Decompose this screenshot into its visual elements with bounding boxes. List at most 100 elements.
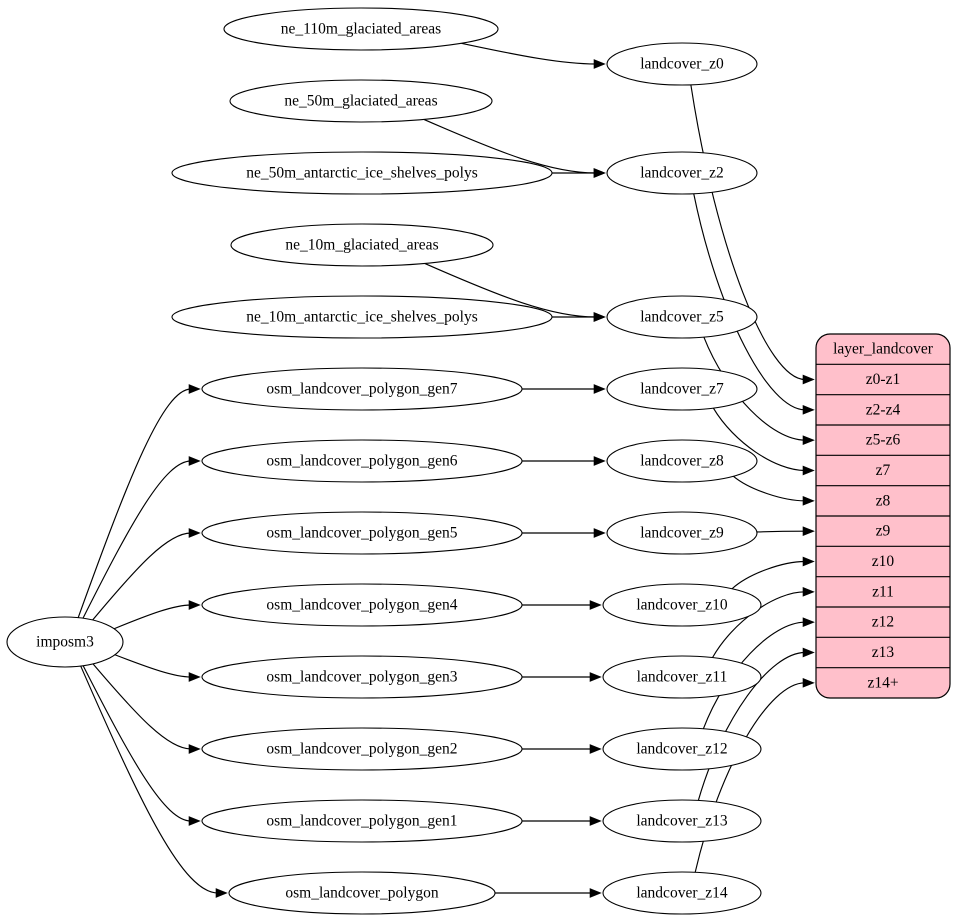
arrowhead-imposm3-to-osm_landcover_polygon_gen7 bbox=[188, 384, 201, 394]
node-landcover_z10[interactable]: landcover_z10 bbox=[602, 583, 762, 627]
node-landcover_z12[interactable]: landcover_z12 bbox=[602, 727, 762, 771]
node-label-landcover_z13: landcover_z13 bbox=[636, 813, 727, 830]
record-row-z7[interactable]: z7 bbox=[876, 462, 891, 479]
node-label-landcover_z5: landcover_z5 bbox=[640, 309, 724, 326]
node-ne_50m_glaciated_areas[interactable]: ne_50m_glaciated_areas bbox=[229, 79, 493, 123]
arrowhead-landcover_z8-to-layer_landcover-z8 bbox=[802, 495, 815, 506]
node-landcover_z8[interactable]: landcover_z8 bbox=[606, 439, 758, 483]
node-shape-landcover_z12 bbox=[602, 727, 762, 771]
node-shape-ne_50m_glaciated_areas bbox=[229, 79, 493, 123]
edge-imposm3-to-osm_landcover_polygon_gen7 bbox=[77, 388, 192, 618]
node-shape-ne_10m_antarctic_ice_shelves_polys bbox=[171, 295, 553, 339]
edges-layer bbox=[77, 42, 815, 898]
node-ne_110m_glaciated_areas[interactable]: ne_110m_glaciated_areas bbox=[223, 7, 499, 51]
record-row-z5-z6[interactable]: z5-z6 bbox=[866, 432, 901, 449]
node-shape-landcover_z14 bbox=[602, 871, 762, 915]
node-shape-landcover_z9 bbox=[606, 511, 758, 555]
edge-imposm3-to-osm_landcover_polygon_gen5 bbox=[92, 532, 192, 621]
edge-landcover_z10-to-layer_landcover-z10 bbox=[731, 560, 806, 590]
record-row-z0-z1[interactable]: z0-z1 bbox=[866, 371, 900, 388]
edge-ne_110m_glaciated_areas-to-landcover_z0 bbox=[461, 42, 597, 65]
record-row-z11[interactable]: z11 bbox=[872, 583, 894, 600]
edge-ne_50m_glaciated_areas-to-landcover_z2 bbox=[423, 118, 597, 174]
arrowhead-ne_10m_antarctic_ice_shelves_polys-to-landcover_z5 bbox=[593, 312, 606, 322]
node-shape-landcover_z10 bbox=[602, 583, 762, 627]
arrowhead-landcover_z9-to-layer_landcover-z9 bbox=[802, 526, 815, 537]
node-imposm3[interactable]: imposm3 bbox=[6, 616, 124, 668]
record-row-z9[interactable]: z9 bbox=[876, 523, 891, 540]
node-shape-landcover_z7 bbox=[606, 367, 758, 411]
edge-imposm3-to-osm_landcover_polygon_gen3 bbox=[114, 654, 192, 678]
node-label-ne_10m_glaciated_areas: ne_10m_glaciated_areas bbox=[285, 237, 438, 254]
record-row-z8[interactable]: z8 bbox=[876, 492, 891, 509]
arrowhead-imposm3-to-osm_landcover_polygon_gen1 bbox=[188, 816, 201, 826]
node-landcover_z11[interactable]: landcover_z11 bbox=[602, 655, 762, 699]
node-landcover_z7[interactable]: landcover_z7 bbox=[606, 367, 758, 411]
node-osm_landcover_polygon_gen1[interactable]: osm_landcover_polygon_gen1 bbox=[201, 799, 523, 843]
arrowhead-landcover_z14-to-layer_landcover-z14+ bbox=[802, 677, 815, 688]
arrowhead-landcover_z5-to-layer_landcover-z5-z6 bbox=[802, 435, 815, 446]
edge-imposm3-to-osm_landcover_polygon_gen1 bbox=[82, 665, 192, 822]
node-landcover_z13[interactable]: landcover_z13 bbox=[602, 799, 762, 843]
node-label-osm_landcover_polygon_gen3: osm_landcover_polygon_gen3 bbox=[266, 669, 457, 686]
record-row-z12[interactable]: z12 bbox=[872, 614, 894, 631]
node-osm_landcover_polygon_gen6[interactable]: osm_landcover_polygon_gen6 bbox=[201, 439, 523, 483]
edge-landcover_z9-to-layer_landcover-z9 bbox=[756, 530, 806, 533]
arrowhead-imposm3-to-osm_landcover_polygon_gen6 bbox=[188, 456, 201, 466]
node-shape-osm_landcover_polygon_gen7 bbox=[201, 367, 523, 411]
node-landcover_z5[interactable]: landcover_z5 bbox=[606, 295, 758, 339]
record-row-z13[interactable]: z13 bbox=[872, 644, 895, 661]
node-label-landcover_z12: landcover_z12 bbox=[636, 741, 727, 758]
record-node-layer: layer_landcover z0-z1 z2-z4 z5-z6 z7 z8 z9 z10 z… bbox=[815, 333, 951, 699]
node-landcover_z9[interactable]: landcover_z9 bbox=[606, 511, 758, 555]
node-label-osm_landcover_polygon_gen5: osm_landcover_polygon_gen5 bbox=[266, 525, 457, 542]
node-osm_landcover_polygon_gen4[interactable]: osm_landcover_polygon_gen4 bbox=[201, 583, 523, 627]
edge-landcover_z2-to-layer_landcover-z2-z4 bbox=[693, 193, 806, 411]
node-label-ne_110m_glaciated_areas: ne_110m_glaciated_areas bbox=[281, 21, 441, 38]
node-osm_landcover_polygon[interactable]: osm_landcover_polygon bbox=[228, 871, 496, 915]
arrowhead-landcover_z0-to-layer_landcover-z0-z1 bbox=[802, 374, 815, 385]
node-shape-osm_landcover_polygon_gen6 bbox=[201, 439, 523, 483]
node-shape-osm_landcover_polygon_gen3 bbox=[201, 655, 523, 699]
edge-imposm3-to-osm_landcover_polygon_gen6 bbox=[82, 460, 192, 619]
arrowhead-landcover_z11-to-layer_landcover-z11 bbox=[802, 586, 815, 597]
node-shape-osm_landcover_polygon bbox=[228, 871, 496, 915]
node-landcover_z2[interactable]: landcover_z2 bbox=[606, 151, 758, 195]
arrowhead-osm_landcover_polygon_gen4-to-landcover_z10 bbox=[589, 600, 602, 610]
edge-ne_10m_glaciated_areas-to-landcover_z5 bbox=[424, 262, 597, 318]
node-label-landcover_z0: landcover_z0 bbox=[640, 56, 724, 73]
edge-imposm3-to-osm_landcover_polygon_gen4 bbox=[113, 604, 192, 630]
record-row-z14+[interactable]: z14+ bbox=[867, 674, 898, 691]
node-ne_50m_antarctic_ice_shelves_polys[interactable]: ne_50m_antarctic_ice_shelves_polys bbox=[171, 151, 553, 195]
edge-landcover_z14-to-layer_landcover-z14+ bbox=[694, 682, 806, 873]
node-shape-ne_50m_antarctic_ice_shelves_polys bbox=[171, 151, 553, 195]
node-landcover_z0[interactable]: landcover_z0 bbox=[606, 42, 758, 86]
node-ne_10m_antarctic_ice_shelves_polys[interactable]: ne_10m_antarctic_ice_shelves_polys bbox=[171, 295, 553, 339]
node-label-osm_landcover_polygon_gen1: osm_landcover_polygon_gen1 bbox=[266, 813, 457, 830]
record-node-layer_landcover[interactable]: layer_landcover z0-z1 z2-z4 z5-z6 z7 z8 z9 z10 z… bbox=[815, 333, 951, 699]
node-shape-landcover_z13 bbox=[602, 799, 762, 843]
edge-landcover_z8-to-layer_landcover-z8 bbox=[733, 475, 806, 502]
edge-landcover_z7-to-layer_landcover-z7 bbox=[712, 407, 806, 472]
arrowhead-osm_landcover_polygon_gen6-to-landcover_z8 bbox=[593, 456, 606, 466]
arrowhead-landcover_z13-to-layer_landcover-z13 bbox=[802, 647, 815, 658]
node-shape-imposm3 bbox=[6, 616, 124, 668]
node-osm_landcover_polygon_gen2[interactable]: osm_landcover_polygon_gen2 bbox=[201, 727, 523, 771]
record-header-label: layer_landcover bbox=[833, 341, 934, 358]
record-row-z10[interactable]: z10 bbox=[872, 553, 895, 570]
node-osm_landcover_polygon_gen7[interactable]: osm_landcover_polygon_gen7 bbox=[201, 367, 523, 411]
record-row-z2-z4[interactable]: z2-z4 bbox=[866, 401, 901, 418]
node-label-landcover_z11: landcover_z11 bbox=[637, 669, 728, 686]
nodes-layer: imposm3 ne_110m_glaciated_areas ne_50m_gla… bbox=[6, 7, 762, 915]
node-osm_landcover_polygon_gen5[interactable]: osm_landcover_polygon_gen5 bbox=[201, 511, 523, 555]
node-label-ne_50m_antarctic_ice_shelves_polys: ne_50m_antarctic_ice_shelves_polys bbox=[246, 165, 478, 182]
node-label-ne_10m_antarctic_ice_shelves_polys: ne_10m_antarctic_ice_shelves_polys bbox=[246, 309, 478, 326]
node-label-osm_landcover_polygon_gen7: osm_landcover_polygon_gen7 bbox=[266, 381, 457, 398]
node-shape-landcover_z5 bbox=[606, 295, 758, 339]
arrowhead-ne_110m_glaciated_areas-to-landcover_z0 bbox=[593, 59, 606, 69]
node-landcover_z14[interactable]: landcover_z14 bbox=[602, 871, 762, 915]
node-osm_landcover_polygon_gen3[interactable]: osm_landcover_polygon_gen3 bbox=[201, 655, 523, 699]
node-ne_10m_glaciated_areas[interactable]: ne_10m_glaciated_areas bbox=[230, 223, 494, 267]
node-shape-osm_landcover_polygon_gen2 bbox=[201, 727, 523, 771]
